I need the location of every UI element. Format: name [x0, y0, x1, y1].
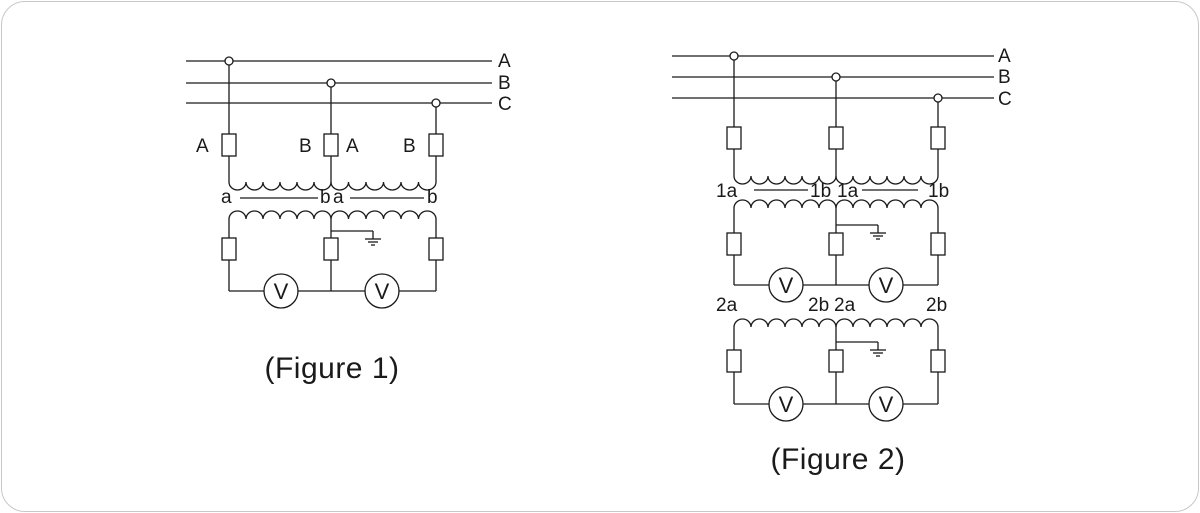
fig2-w1-voltmeter-1-label: V: [779, 273, 794, 298]
fig2-fuse-primary-b: [828, 126, 844, 150]
fig1-fuse-primary-b: [323, 133, 339, 157]
fig1-primary-label-3: A: [346, 136, 359, 157]
fig2-w2-voltmeter-2: [868, 386, 904, 422]
fig1-primary-label-2: B: [299, 136, 312, 157]
fig1-ground-icon: [331, 230, 381, 246]
fig1-primary-label-4: B: [403, 136, 416, 157]
fig2-primary-coil-left: [733, 175, 837, 185]
fig2-w1-voltmeter-1: [768, 267, 804, 303]
fig2-caption: (Figure 2): [770, 443, 905, 476]
fig2-tap-c: [933, 93, 943, 103]
fig2-w2-coil-left: [733, 318, 837, 328]
fig2-fuse-primary-c: [930, 126, 946, 150]
fig2-w2-label-2: 2b: [808, 295, 829, 316]
fig1-bus-label-b: B: [498, 73, 511, 94]
fig2-w1-voltmeter-2-label: V: [879, 273, 894, 298]
figure-1: A B C A B A B a b a b: [186, 51, 512, 385]
fig1-secondary-label-2: b: [320, 187, 331, 208]
fig2-bus-label-a: A: [998, 46, 1011, 67]
fig2-w2-ground-icon: [836, 341, 886, 357]
fig1-primary-label-1: A: [196, 136, 209, 157]
fig1-fuse-primary-a: [221, 133, 237, 157]
fig2-bus-label-b: B: [998, 67, 1011, 88]
fig1-tap-a: [224, 56, 234, 66]
fig2-w1-ground-icon: [836, 224, 886, 240]
fig2-w2-label-1: 2a: [716, 295, 738, 316]
fig2-w2-fuse-1: [726, 349, 742, 373]
fig2-w2-coil-right: [835, 318, 939, 328]
fig1-secondary-coil-left: [228, 210, 332, 220]
fig2-w2-voltmeter-2-label: V: [879, 392, 894, 417]
fig1-tap-c: [431, 98, 441, 108]
fig1-secondary-coil-right: [330, 210, 437, 220]
fig1-fuse-secondary-2: [323, 237, 339, 261]
fig2-w1-coil-left: [733, 199, 837, 209]
fig2-bus-label-c: C: [998, 89, 1012, 110]
fig1-tap-b: [326, 78, 336, 88]
fig1-primary-coil-left: [228, 181, 332, 191]
fig2-w2-label-3: 2a: [834, 295, 856, 316]
fig2-w1-fuse-1: [726, 232, 742, 256]
fig2-tap-a: [729, 51, 739, 61]
fig2-w1-label-1: 1a: [716, 181, 738, 202]
fig2-primary-coil-right: [835, 175, 939, 185]
fig1-fuse-secondary-3: [428, 237, 444, 261]
fig1-secondary-label-3: a: [333, 187, 344, 208]
fig1-primary-coil-right: [330, 181, 437, 191]
fig2-w1-fuse-2: [828, 232, 844, 256]
fig1-bus-label-a: A: [498, 51, 511, 72]
fig2-fuse-primary-a: [726, 126, 742, 150]
fig2-w1-label-2: 1b: [810, 181, 831, 202]
fig1-caption: (Figure 1): [264, 352, 399, 385]
fig1-voltmeter-2: [364, 273, 400, 309]
fig1-bus-label-c: C: [498, 94, 512, 115]
fig2-w1-coil-right: [835, 199, 939, 209]
fig2-tap-b: [831, 72, 841, 82]
fig1-fuse-secondary-1: [221, 237, 237, 261]
fig2-w2-label-4: 2b: [926, 295, 947, 316]
fig2-w1-label-4: 1b: [928, 181, 949, 202]
fig1-voltmeter-1: [263, 273, 299, 309]
fig1-voltmeter-1-label: V: [274, 279, 289, 304]
fig2-w1-voltmeter-2: [868, 267, 904, 303]
fig2-w2-fuse-3: [930, 349, 946, 373]
fig1-fuse-primary-c: [428, 133, 444, 157]
fig1-secondary-label-1: a: [221, 187, 232, 208]
fig2-w2-fuse-2: [828, 349, 844, 373]
fig2-w1-label-3: 1a: [837, 181, 859, 202]
fig2-w1-fuse-3: [930, 232, 946, 256]
fig2-w2-voltmeter-1-label: V: [779, 392, 794, 417]
fig1-voltmeter-2-label: V: [375, 279, 390, 304]
fig1-secondary-label-4: b: [427, 187, 438, 208]
fig2-w2-voltmeter-1: [768, 386, 804, 422]
figure-2: A B C 1a 1b 1a 1b: [672, 46, 1012, 476]
